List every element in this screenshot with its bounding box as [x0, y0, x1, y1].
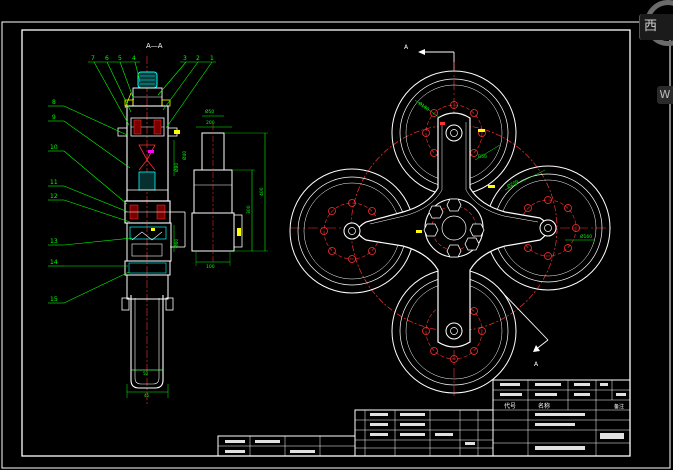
view-arrow-label-bottom: A: [534, 361, 539, 368]
outer-frame: [1, 21, 671, 469]
balloon-4: 4: [132, 55, 136, 62]
balloon-3: 3: [183, 55, 187, 62]
balloon-2: 2: [196, 55, 200, 62]
bottom-wheel: [130, 295, 164, 389]
balloon-group-left: 8 9 10 11 12 13 14 15: [48, 99, 133, 304]
parts-list-frame: [354, 409, 494, 457]
balloon-1: 1: [210, 55, 214, 62]
title-block: 代号 名称 备注: [217, 379, 631, 457]
section-view: A—A: [117, 42, 188, 404]
fork: [126, 274, 169, 300]
svg-text:Ø160: Ø160: [580, 233, 592, 240]
side-view: Ø50 200 400 300 100: [191, 108, 268, 270]
balloon-5: 5: [118, 55, 122, 62]
balloon-11: 11: [50, 179, 58, 186]
title-block-code: 代号: [504, 402, 516, 410]
svg-text:50: 50: [143, 371, 149, 376]
wheel-bolt-holes: [320, 101, 580, 363]
svg-text:Ø40: Ø40: [181, 151, 188, 160]
balloon-12: 12: [50, 193, 58, 200]
hub-bolts: [423, 198, 485, 258]
svg-text:Ø80: Ø80: [173, 163, 180, 172]
balloon-13: 13: [50, 238, 58, 245]
svg-text:45: 45: [144, 393, 150, 398]
svg-text:400: 400: [259, 187, 265, 196]
svg-text:Ø200: Ø200: [506, 178, 520, 190]
svg-text:200: 200: [206, 120, 215, 126]
balloon-7: 7: [91, 55, 95, 62]
balloon-14: 14: [50, 259, 58, 266]
title-block-remark: 备注: [614, 403, 624, 410]
top-view: A: [289, 44, 614, 398]
wcs-button[interactable]: W: [657, 86, 673, 104]
balloon-10: 10: [50, 144, 58, 151]
balloon-9: 9: [52, 114, 56, 121]
svg-text:100: 100: [206, 264, 215, 270]
svg-text:300: 300: [246, 205, 252, 214]
balloon-15: 15: [50, 296, 58, 303]
balloon-8: 8: [52, 99, 56, 106]
balloon-6: 6: [105, 55, 109, 62]
section-label: A—A: [146, 42, 163, 50]
view-cube-west-button[interactable]: 西: [639, 14, 673, 40]
inner-frame: [21, 29, 631, 457]
view-arrow-label-top: A: [404, 44, 409, 51]
title-block-name: 名称: [538, 402, 550, 410]
title-block-frame: [492, 379, 631, 457]
svg-text:Ø50: Ø50: [205, 108, 214, 115]
svg-text:Ø60: Ø60: [173, 239, 180, 248]
svg-text:Ø180: Ø180: [417, 100, 431, 113]
svg-text:R50: R50: [478, 154, 487, 160]
balloon-group-top: 7 6 5 4 3 2 1: [88, 55, 216, 129]
